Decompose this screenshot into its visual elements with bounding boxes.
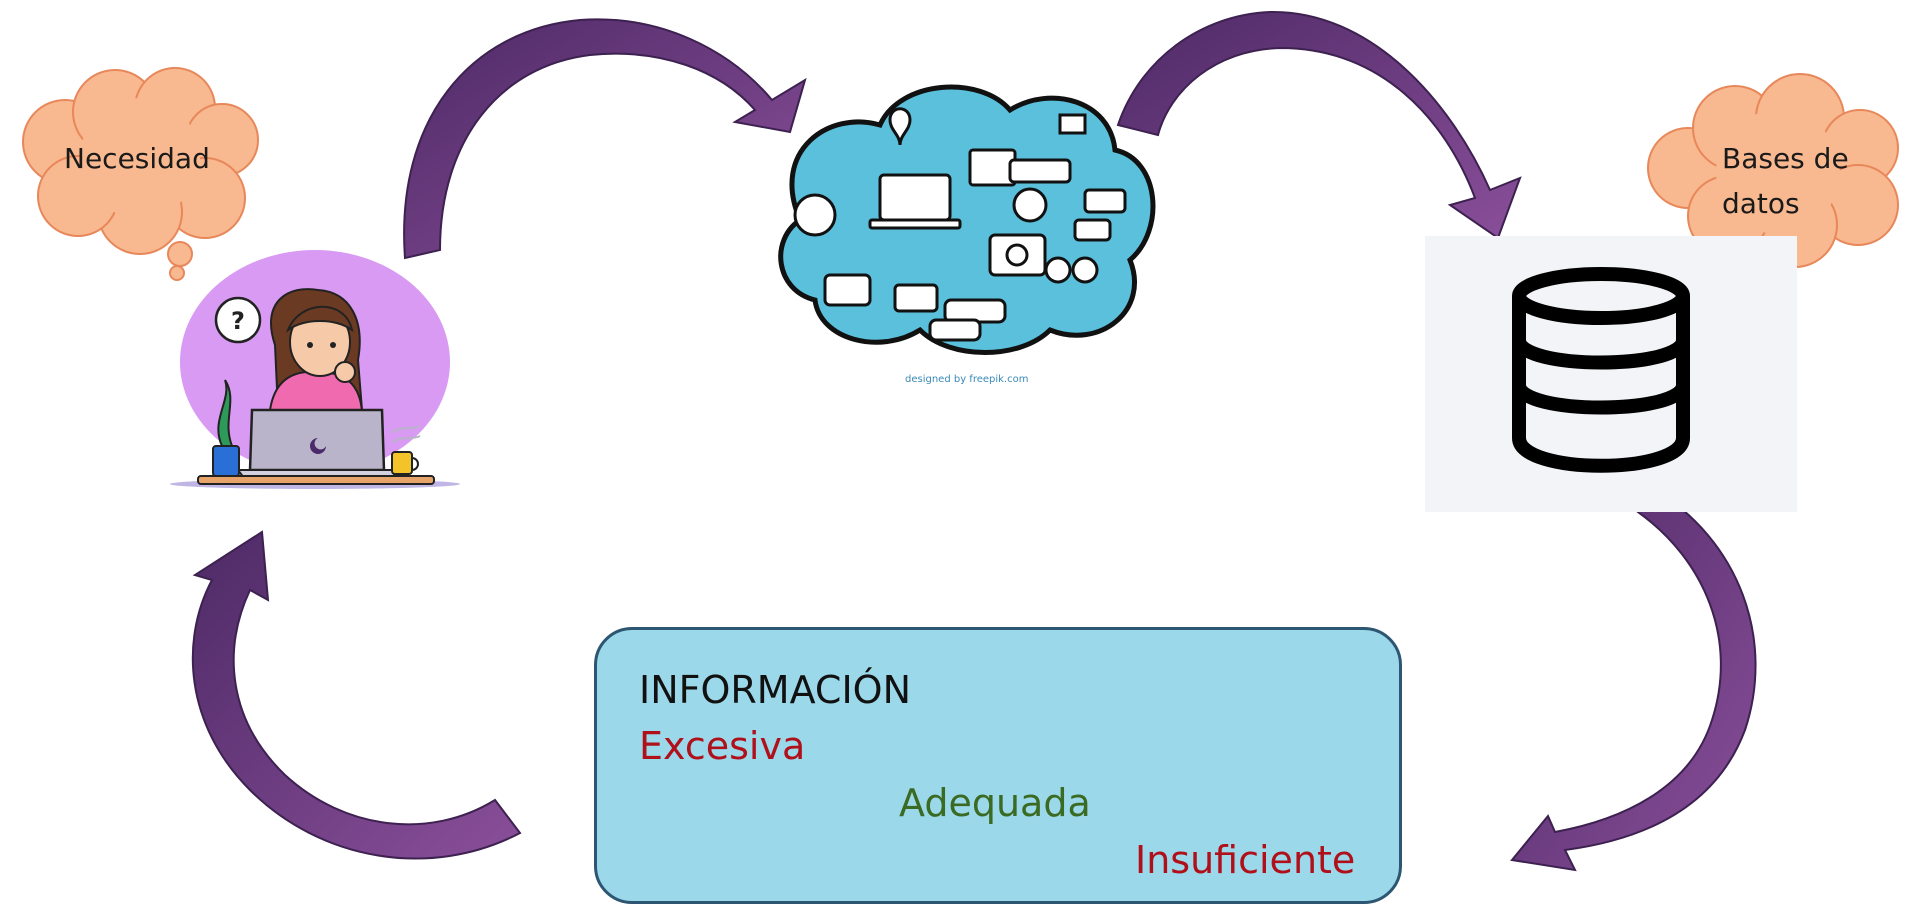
smiley-doodle-icon — [1012, 187, 1048, 223]
information-title: INFORMACIÓN — [639, 668, 911, 712]
arrow-information-to-need — [191, 530, 522, 860]
location-pin-doodle-icon — [888, 107, 912, 146]
person-at-laptop-illustration: ? — [170, 250, 460, 489]
svg-text:?: ? — [231, 307, 245, 335]
arrow-internet-to-databases — [1116, 10, 1522, 240]
freepik-credit-text: designed by freepik.com — [905, 374, 1029, 385]
database-icon — [1512, 267, 1690, 473]
globe-doodle-icon — [793, 193, 837, 237]
adequate-label: Adequada — [899, 781, 1091, 825]
cup-doodle-icon — [1058, 113, 1087, 135]
arrow-databases-to-information — [1510, 486, 1757, 872]
thought-cloud-need — [22, 67, 259, 281]
video-doodle-icon — [823, 273, 872, 307]
insufficient-label: Insuficiente — [1135, 838, 1356, 882]
database-panel — [1425, 236, 1797, 512]
arrow-need-to-internet — [403, 18, 807, 260]
databases-label: Bases de datos — [1722, 142, 1849, 220]
excessive-label: Excesiva — [639, 724, 806, 768]
information-box: INFORMACIÓN Excesiva Adequada Insuficien… — [594, 627, 1402, 904]
need-label: Necesidad — [64, 142, 210, 175]
mail-doodle-icon — [968, 148, 1017, 187]
people-doodle-icon — [1044, 256, 1072, 284]
internet-doodle-cloud — [778, 84, 1156, 355]
laptop-doodle-icon — [878, 173, 952, 222]
